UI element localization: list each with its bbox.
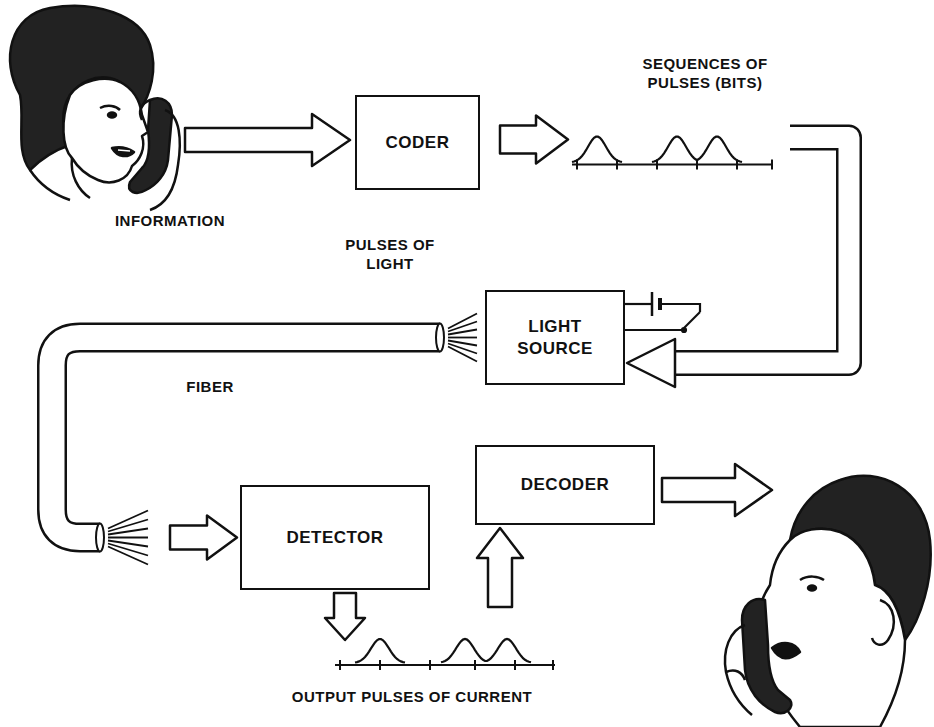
caption-label: INFORMATION <box>112 212 228 231</box>
woman-illustration <box>10 6 180 210</box>
process-box: LIGHT SOURCE <box>485 290 625 385</box>
box-label: DETECTOR <box>286 527 383 548</box>
caption-label: SEQUENCES OF PULSES (BITS) <box>615 55 796 93</box>
input-arrow <box>185 114 350 166</box>
caption-label: PULSES OF LIGHT <box>337 236 443 274</box>
box-label: LIGHT SOURCE <box>505 316 605 359</box>
process-box: DECODER <box>475 445 655 525</box>
process-box: CODER <box>355 95 480 190</box>
battery-switch-circuit <box>625 292 700 332</box>
process-box: DETECTOR <box>240 485 430 590</box>
box-label: CODER <box>386 132 450 153</box>
box-label: DECODER <box>521 474 610 495</box>
caption-label: OUTPUT PULSES OF CURRENT <box>289 688 535 707</box>
output-arrow <box>662 464 772 516</box>
man-illustration <box>725 476 931 727</box>
caption-label: FIBER <box>183 378 237 397</box>
flow-arrow <box>500 116 849 388</box>
